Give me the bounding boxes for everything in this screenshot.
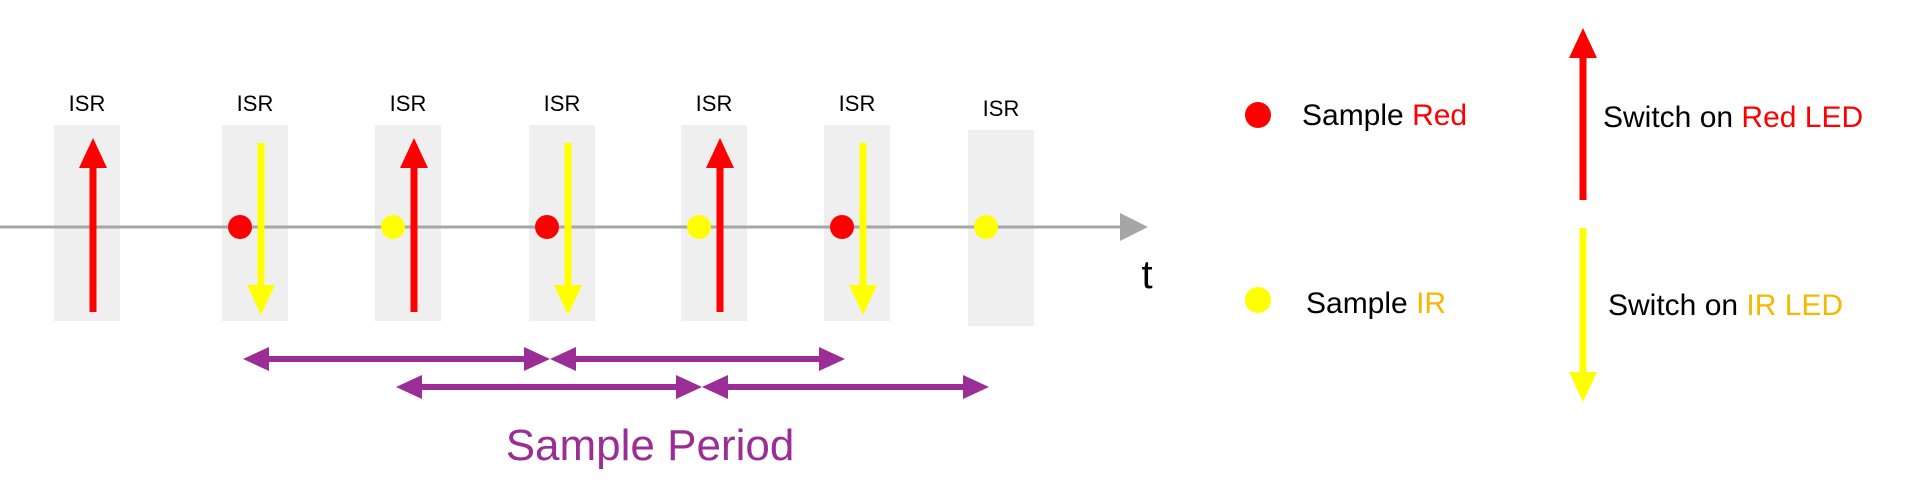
- time-axis-arrowhead-icon: [1120, 213, 1148, 241]
- time-axis: [0, 213, 1148, 241]
- red-sample-dot: [228, 215, 252, 239]
- red-led-up-arrow-shape: [1569, 28, 1597, 200]
- ir-led-switch-arrow-icon: [849, 143, 877, 315]
- isr-label: ISR: [237, 91, 274, 116]
- legend-sample-red-highlight: Red: [1412, 99, 1467, 132]
- red-led-switch-arrow-icon: [400, 138, 428, 312]
- ir-sample-dot-icon: [1245, 287, 1271, 313]
- ir-led-switch-arrow-icon: [554, 143, 582, 315]
- isr-label: ISR: [696, 91, 733, 116]
- legend-switch-red-highlight: Red LED: [1741, 101, 1863, 134]
- legend-sample-ir: Sample IR: [1306, 287, 1446, 320]
- legend-sample-red-prefix: Sample: [1302, 99, 1412, 132]
- legend-switch-red-prefix: Switch on: [1603, 101, 1741, 134]
- ir-led-down-arrow-shape: [1569, 228, 1597, 402]
- red-sample-dot: [830, 215, 854, 239]
- red-sample-dot: [535, 215, 559, 239]
- legend-switch-red: Switch on Red LED: [1603, 101, 1863, 134]
- time-axis-label: t: [1141, 253, 1152, 297]
- legend-switch-ir: Switch on IR LED: [1608, 289, 1843, 322]
- sample-period-arrow: [550, 347, 845, 371]
- isr-label: ISR: [390, 91, 427, 116]
- sample-period-arrow: [396, 375, 702, 399]
- ir-sample-dot: [687, 215, 711, 239]
- ir-sample-dot: [974, 215, 998, 239]
- isr-label: ISR: [839, 91, 876, 116]
- red-led-up-arrow-icon: [1569, 28, 1597, 200]
- legend-switch-ir-highlight: IR LED: [1746, 289, 1843, 322]
- sample-period-arrows: [243, 347, 989, 399]
- legend-sample-red: Sample Red: [1302, 99, 1467, 132]
- isr-label: ISR: [69, 91, 106, 116]
- red-led-switch-arrow-icon: [706, 138, 734, 312]
- legend-sample-ir-highlight: IR: [1416, 287, 1446, 320]
- legend-sample-ir-prefix: Sample: [1306, 287, 1416, 320]
- red-sample-dot-icon: [1245, 102, 1271, 128]
- sample-period-label: Sample Period: [506, 421, 795, 470]
- legend: Sample Red Sample IR Switch on Red LED S…: [1245, 28, 1863, 402]
- isr-label: ISR: [544, 91, 581, 116]
- isr-label: ISR: [983, 96, 1020, 121]
- isr-slots: ISR ISR ISR ISR ISR ISR ISR: [54, 91, 1034, 326]
- ir-sample-dot: [381, 215, 405, 239]
- led-and-sample-marks: [79, 138, 998, 315]
- sample-period-arrow: [243, 347, 550, 371]
- red-led-switch-arrow-icon: [79, 138, 107, 312]
- legend-switch-ir-prefix: Switch on: [1608, 289, 1746, 322]
- ir-led-down-arrow-icon: [1569, 228, 1597, 402]
- ir-led-switch-arrow-icon: [247, 143, 275, 315]
- sample-period-arrow: [702, 375, 989, 399]
